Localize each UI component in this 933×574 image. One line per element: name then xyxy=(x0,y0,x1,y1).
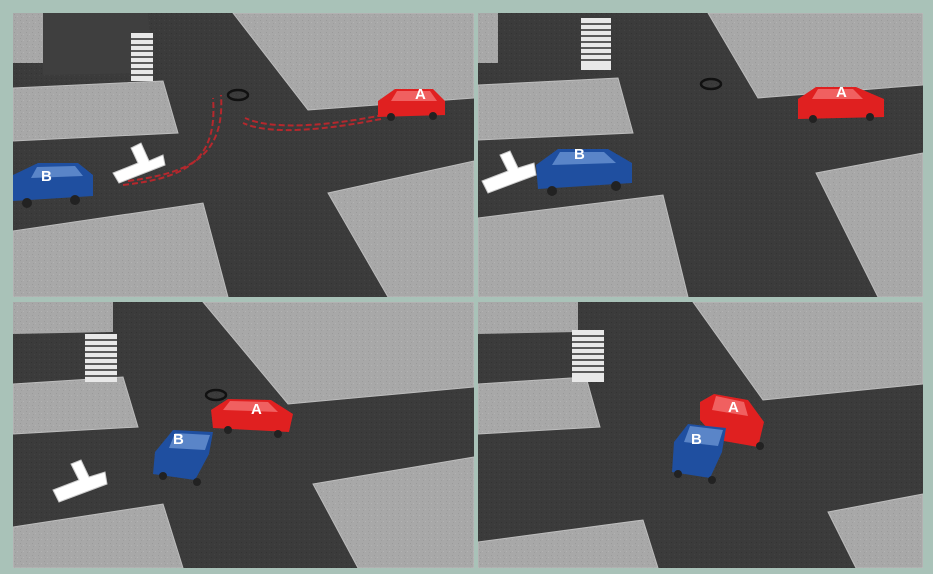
sidewalk-block xyxy=(13,377,138,434)
intersection-scene-3: A B xyxy=(13,302,474,568)
intersection-scene-4: A B xyxy=(478,302,923,568)
car-a-label: A xyxy=(728,399,739,416)
car-b-label: B xyxy=(173,431,184,448)
scene-panel-4: A B xyxy=(478,302,923,568)
scene-panel-3: A B xyxy=(13,302,474,568)
crosswalk-icon xyxy=(572,330,604,382)
intersection-scene-1: A B xyxy=(13,13,474,297)
scene-panel-2: A B xyxy=(478,13,923,297)
car-b-label: B xyxy=(691,431,702,448)
intersection-scene-2: A B xyxy=(478,13,923,297)
car-b-label: B xyxy=(574,146,585,163)
crosswalk-icon xyxy=(581,18,611,70)
sidewalk-block xyxy=(13,81,178,141)
car-a-label: A xyxy=(836,84,847,101)
car-a-label: A xyxy=(415,86,426,103)
crosswalk-icon xyxy=(85,334,117,382)
scene-panel-1: A B xyxy=(13,13,474,297)
car-a-label: A xyxy=(251,401,262,418)
sidewalk-block xyxy=(478,78,633,140)
sidewalk-block xyxy=(478,377,600,434)
car-b-label: B xyxy=(41,168,52,185)
sidewalk-block xyxy=(13,13,43,63)
crosswalk-icon xyxy=(131,33,153,81)
